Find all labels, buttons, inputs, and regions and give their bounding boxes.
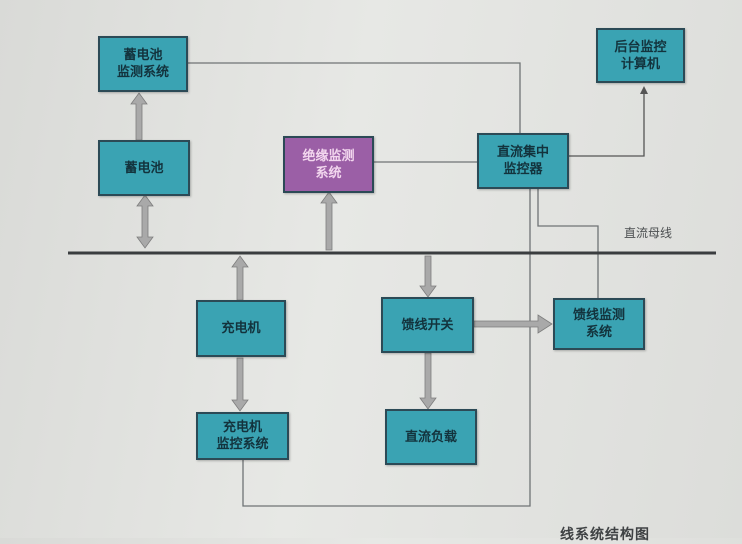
arrow-battery-bus [136, 194, 154, 249]
charger-monitor-box: 充电机 监控系统 [196, 412, 289, 460]
feeder-switch-box: 馈线开关 [381, 297, 474, 353]
line-dc-monitor-to-backend [568, 86, 648, 157]
charger-box: 充电机 [196, 300, 286, 357]
arrow-charger-to-charger-monitor [231, 357, 249, 412]
dc-bus-label: 直流母线 [624, 226, 673, 240]
arrow-feeder-switch-to-load [419, 352, 437, 410]
arrow-charger-to-bus [231, 255, 249, 301]
feeder-monitor-box: 馈线监测 系统 [553, 298, 645, 350]
line-feeder-monitor-to-dc-monitor [537, 188, 599, 298]
battery-monitor-box: 蓄电池 监测系统 [98, 36, 188, 92]
arrow-bus-to-insulation [320, 191, 338, 251]
figure-caption: 线系统结构图 [560, 527, 650, 543]
line-charger-monitor-to-dc-monitor [242, 188, 531, 507]
line-battery-monitor-to-dc-monitor [188, 62, 521, 140]
dc-load-box: 直流负载 [385, 409, 477, 465]
backend-computer-box: 后台监控 计算机 [596, 28, 685, 83]
arrow-bus-to-feeder-switch [419, 255, 437, 298]
arrow-battery-to-battery-monitor [130, 92, 148, 141]
dc-central-monitor-box: 直流集中 监控器 [477, 133, 569, 189]
arrow-feeder-switch-to-feeder-monitor [473, 314, 553, 334]
insulation-monitor-box: 绝缘监测 系统 [283, 136, 374, 193]
battery-box: 蓄电池 [98, 140, 190, 196]
